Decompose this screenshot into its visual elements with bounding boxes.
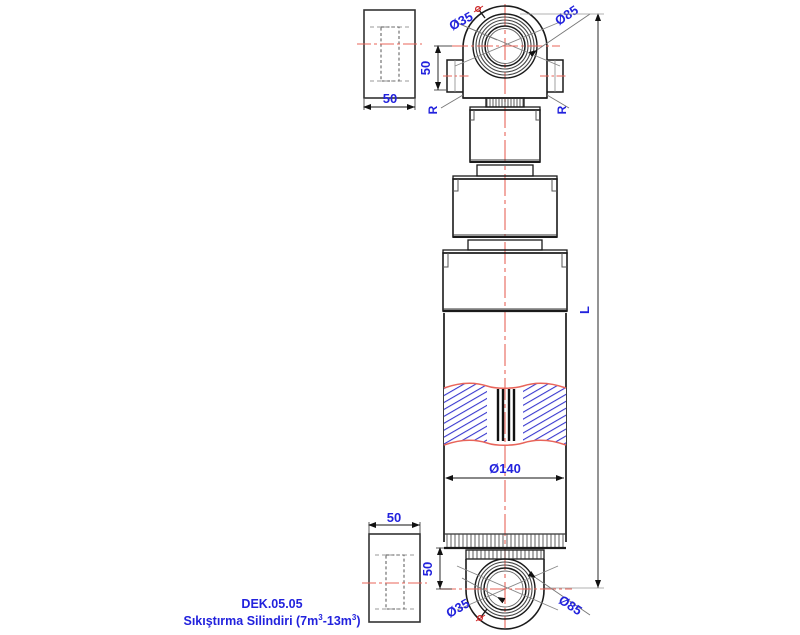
dim-top-eye-outer: Ø85 [552, 2, 581, 28]
dim-top-lug-height: 50 [418, 61, 433, 75]
dim-top-bore: Ø35 [447, 9, 476, 34]
bottom-mount-eye [440, 549, 572, 630]
knurl-band-bottom [446, 534, 564, 548]
title-name-mid: -13m [323, 614, 352, 628]
telescopic-stages [442, 97, 568, 313]
view-top-side [357, 9, 422, 110]
title-name-prefix: Sıkıştırma Silindiri (7m [183, 614, 318, 628]
dim-radius-right: R [555, 105, 569, 114]
dim-bottom-lug-height: 50 [420, 562, 435, 576]
title-code: DEK.05.05 [241, 597, 302, 611]
dim-bottom-eye-outer: Ø85 [556, 592, 585, 618]
view-bottom-side [362, 522, 427, 623]
title-name-suffix: ) [356, 614, 360, 628]
title-sup-1: 3 [318, 613, 323, 622]
title-sup-2: 3 [352, 613, 357, 622]
title-name: Sıkıştırma Silindiri (7m3-13m3) [183, 613, 360, 628]
main-barrel [443, 313, 567, 550]
leader-radius-left [440, 94, 464, 109]
leader-bottom-eye-outer [527, 571, 591, 616]
dim-top-side-width: 50 [383, 91, 397, 106]
dim-barrel-diameter: Ø140 [489, 461, 521, 476]
dim-top-lug-height-group [434, 45, 452, 91]
leader-top-bore [454, 21, 498, 41]
leader-bottom-bore [461, 577, 506, 604]
section-cut-hatch [443, 382, 567, 446]
dim-radius-left: R [426, 105, 440, 114]
leader-radius-right [546, 94, 570, 109]
dim-overall-length-group [520, 13, 604, 589]
dim-bottom-lug-height-group [436, 547, 452, 590]
leader-top-eye-outer [528, 13, 591, 57]
dim-bottom-side-width: 50 [387, 510, 401, 525]
dim-overall-length: L [577, 306, 592, 314]
